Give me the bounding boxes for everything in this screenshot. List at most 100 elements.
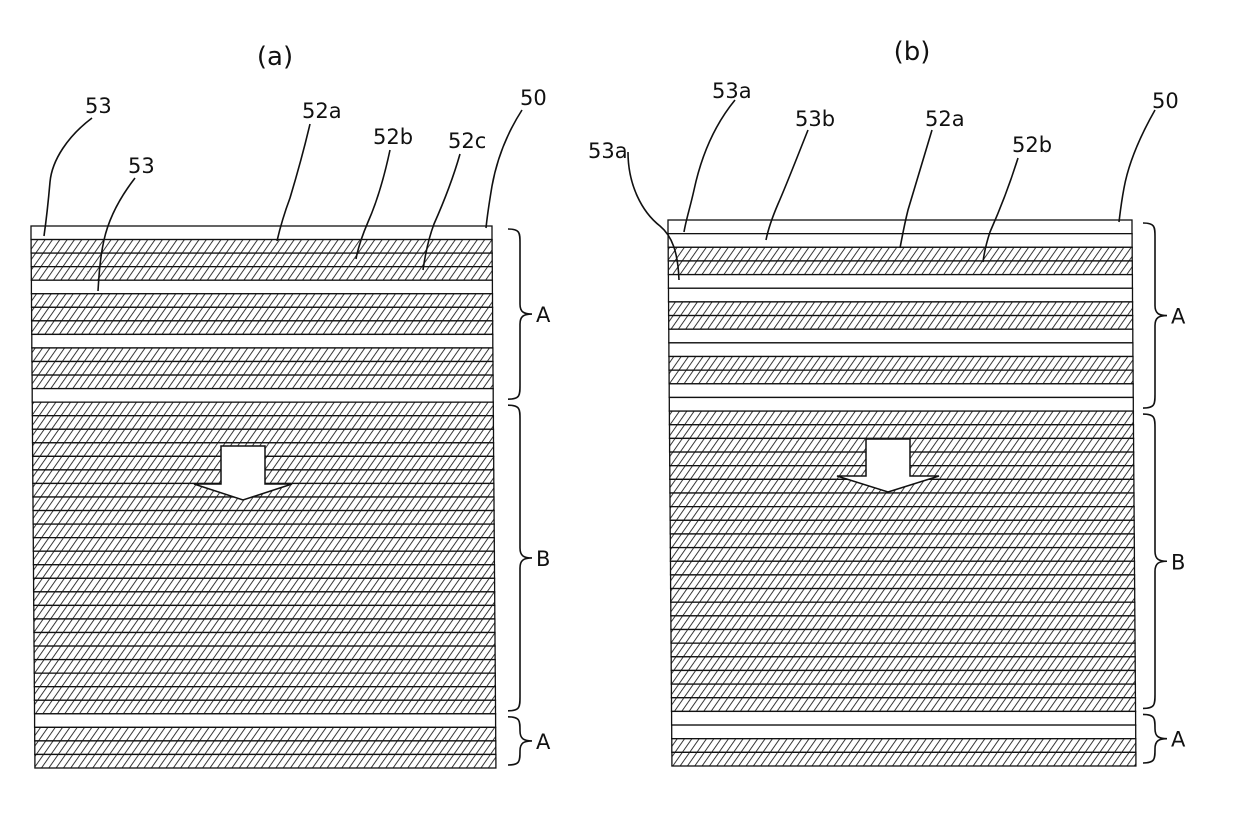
figure-b-caption: (b) — [894, 37, 931, 67]
electrode-layer — [671, 670, 1135, 684]
region-braces-a: A B A — [508, 229, 551, 765]
electrode-layer — [670, 520, 1134, 534]
electrode-layer — [34, 633, 495, 647]
electrode-layer — [33, 524, 494, 538]
separator-layer — [32, 389, 493, 403]
separator-layer — [672, 711, 1136, 725]
electrode-layer — [668, 247, 1132, 261]
label-53a-top: 53a — [712, 79, 752, 103]
separator-layer — [669, 288, 1133, 302]
label-52b-a: 52b — [373, 125, 413, 149]
separator-layer — [669, 397, 1133, 411]
region-brace — [1143, 414, 1167, 708]
electrode-layer — [33, 538, 494, 552]
electrode-layer — [669, 316, 1133, 330]
electrode-layer — [32, 416, 493, 430]
electrode-layer — [33, 511, 494, 525]
region-brace — [508, 229, 532, 399]
electrode-layer — [34, 646, 495, 660]
electrode-layer — [669, 411, 1133, 425]
leader-52a-a — [277, 124, 310, 241]
electrode-layer — [671, 657, 1135, 671]
electrode-layer — [671, 630, 1135, 644]
electrode-layer — [35, 700, 496, 714]
electrode-layer — [669, 370, 1133, 384]
label-53b: 53b — [795, 107, 835, 131]
electrode-layer — [671, 616, 1135, 630]
leader-53a-top — [684, 100, 735, 232]
figure-a-caption: (a) — [257, 42, 293, 72]
electrode-layer — [34, 578, 495, 592]
electrode-layer — [670, 548, 1134, 562]
electrode-layer — [672, 739, 1136, 753]
electrode-layer — [670, 425, 1134, 439]
label-50-a: 50 — [520, 86, 547, 110]
electrode-layer — [32, 348, 493, 362]
electrode-layer — [671, 561, 1135, 575]
region-brace — [1143, 714, 1167, 763]
region-label: A — [1171, 728, 1186, 752]
electrode-layer — [31, 240, 492, 254]
electrode-layer — [35, 741, 496, 755]
electrode-layer — [34, 687, 495, 701]
separator-layer — [672, 725, 1136, 739]
electrode-layer — [668, 261, 1132, 275]
electrode-layer — [34, 605, 495, 619]
separator-layer — [668, 275, 1132, 289]
region-brace — [508, 405, 532, 711]
region-label: A — [536, 730, 551, 754]
leader-53-top — [44, 118, 92, 236]
electrode-layer — [669, 302, 1133, 316]
electrode-layer — [32, 375, 493, 389]
separator-layer — [669, 329, 1133, 343]
label-53-inner: 53 — [128, 154, 155, 178]
label-52a-b: 52a — [925, 107, 965, 131]
label-53-top: 53 — [85, 94, 112, 118]
leader-50-a — [486, 110, 522, 228]
electrode-layer — [34, 660, 495, 674]
region-brace — [508, 717, 532, 765]
label-53a-left: 53a — [588, 139, 628, 163]
electrode-layer — [670, 507, 1134, 521]
electrode-layer — [672, 752, 1136, 766]
region-braces-b: ABA — [1143, 223, 1186, 763]
region-brace — [1143, 223, 1167, 408]
electrode-layer — [670, 534, 1134, 548]
layer-stack-a — [31, 226, 496, 768]
electrode-layer — [32, 362, 493, 376]
separator-layer — [31, 226, 492, 240]
electrode-layer — [33, 551, 494, 565]
electrode-layer — [34, 673, 495, 687]
electrode-layer — [35, 727, 496, 741]
figure-b: (b) ABA 53a 53a 53b 52a 52b 50 — [588, 37, 1186, 766]
label-52a-a: 52a — [302, 99, 342, 123]
figure-a: (a) A B A 53 53 52a 52b 52c 50 — [31, 42, 551, 768]
separator-layer — [32, 334, 493, 348]
separator-layer — [31, 280, 492, 294]
region-label: B — [1171, 550, 1185, 574]
separator-layer — [35, 714, 496, 728]
electrode-layer — [32, 321, 493, 335]
electrode-layer — [671, 684, 1135, 698]
separator-layer — [669, 343, 1133, 357]
electrode-layer — [32, 307, 493, 321]
electrode-layer — [34, 619, 495, 633]
electrode-layer — [671, 589, 1135, 603]
layer-stack-b — [668, 220, 1136, 766]
region-label: B — [536, 547, 550, 571]
electrode-layer — [35, 754, 496, 768]
electrode-layer — [671, 602, 1135, 616]
region-label: A — [536, 303, 551, 327]
electrode-layer — [32, 402, 493, 416]
electrode-layer — [670, 493, 1134, 507]
electrode-layer — [671, 575, 1135, 589]
electrode-layer — [34, 592, 495, 606]
electrode-layer — [32, 294, 493, 308]
electrode-layer — [671, 643, 1135, 657]
label-52c-a: 52c — [448, 129, 486, 153]
electrode-layer — [33, 497, 494, 511]
label-50-b: 50 — [1152, 89, 1179, 113]
electrode-layer — [34, 565, 495, 579]
electrode-layer — [669, 357, 1133, 371]
